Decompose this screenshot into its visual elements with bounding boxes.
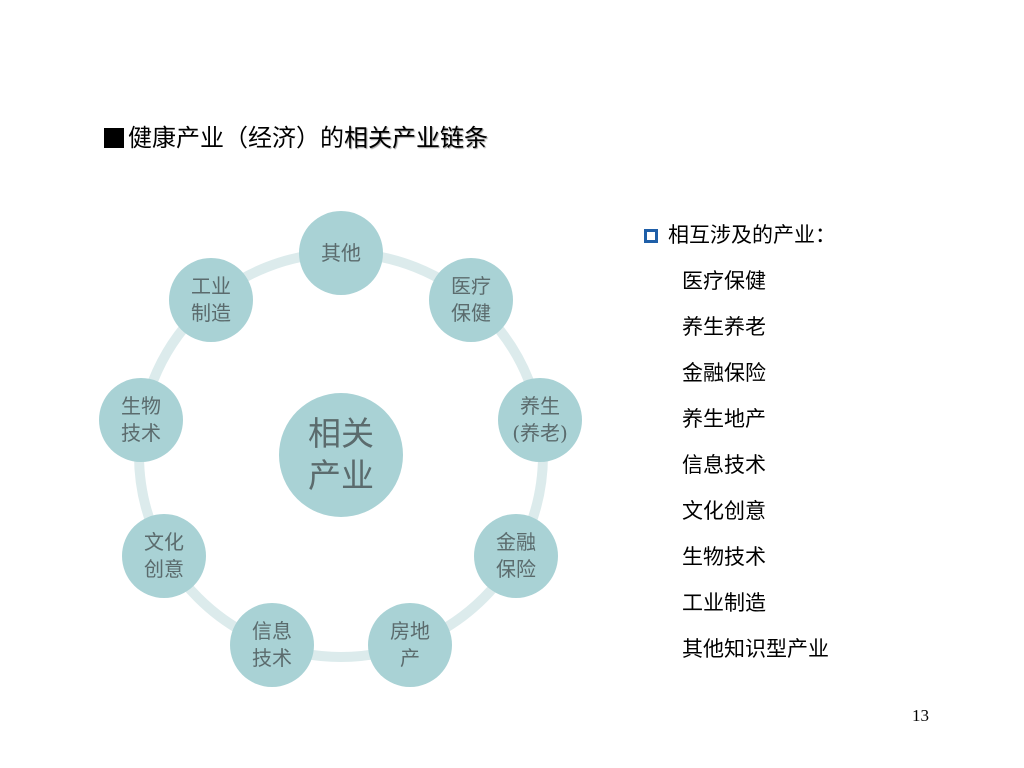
node-fangdichan: 房地 产	[368, 603, 452, 687]
list-heading-text: 相互涉及的产业：	[668, 223, 836, 247]
list-item: 文化创意	[682, 499, 766, 523]
page-number: 13	[912, 706, 929, 725]
node-qita: 其他	[299, 211, 383, 295]
node-xinxi: 信息 技术	[230, 603, 314, 687]
node-label: 生物	[121, 394, 161, 418]
node-label: (养老)	[512, 421, 568, 445]
node-label: 文化	[144, 530, 184, 554]
node-wenhua: 文化 创意	[122, 514, 206, 598]
node-label: 技术	[252, 646, 292, 670]
node-label: 信息	[252, 619, 292, 643]
node-gongye: 工业 制造	[169, 258, 253, 342]
list-item: 工业制造	[682, 591, 766, 615]
list-item: 医疗保健	[682, 269, 766, 293]
node-label: 保险	[496, 557, 536, 581]
node-label: 技术	[121, 421, 161, 445]
related-industries-list: 相互涉及的产业： 医疗保健 养生养老 金融保险 养生地产 信息技术 文化创意 生…	[644, 212, 836, 672]
title-emphasis: 相关产业链条	[344, 124, 488, 152]
list-item: 养生地产	[682, 407, 766, 431]
list-item: 金融保险	[682, 361, 766, 385]
center-line-1: 相关	[308, 414, 374, 453]
node-label: 创意	[144, 557, 184, 581]
hollow-square-bullet-icon	[644, 229, 658, 243]
node-label: 养生	[520, 394, 560, 418]
list-heading: 相互涉及的产业：	[644, 212, 836, 258]
list-item: 信息技术	[682, 453, 766, 477]
node-label: 房地	[390, 619, 430, 643]
node-label: 金融	[496, 530, 536, 554]
center-node: 相关 产业	[279, 393, 403, 517]
list-item: 养生养老	[682, 315, 766, 339]
node-yangsheng: 养生 (养老)	[498, 378, 582, 462]
node-label: 产	[400, 646, 420, 670]
node-label: 制造	[191, 301, 231, 325]
list-item: 生物技术	[682, 545, 766, 569]
node-label: 医疗	[451, 274, 491, 298]
node-label: 保健	[451, 301, 491, 325]
node-shengwu: 生物 技术	[99, 378, 183, 462]
title-prefix: 健康产业（经济）的	[128, 124, 344, 152]
node-yiliao: 医疗 保健	[429, 258, 513, 342]
node-label: 其他	[321, 240, 361, 265]
center-line-2: 产业	[308, 456, 374, 495]
list-item: 其他知识型产业	[682, 637, 829, 661]
node-jinrong: 金融 保险	[474, 514, 558, 598]
slide-title: 健康产业（经济）的相关产业链条	[104, 118, 488, 158]
list-items: 医疗保健 养生养老 金融保险 养生地产 信息技术 文化创意 生物技术 工业制造 …	[644, 258, 836, 672]
square-bullet-icon	[104, 128, 124, 148]
node-label: 工业	[191, 274, 231, 298]
